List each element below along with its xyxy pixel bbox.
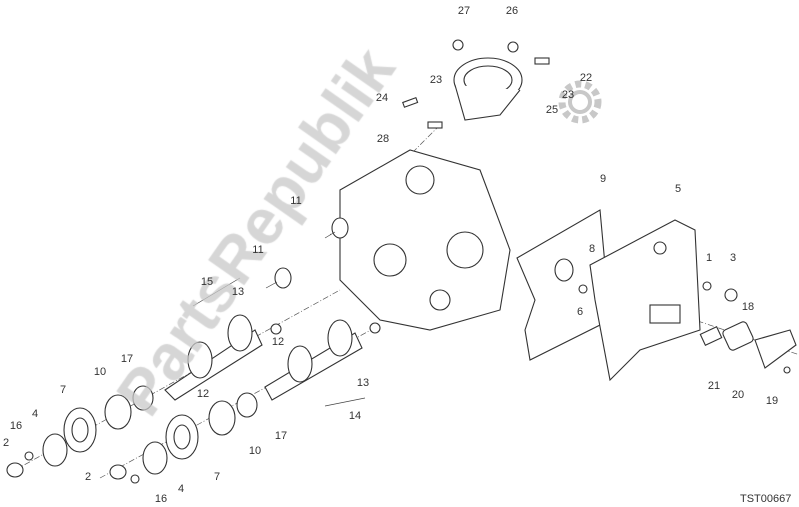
- callout-23: 23: [430, 74, 442, 86]
- callout-7: 7: [60, 384, 66, 396]
- callout-24: 24: [376, 92, 388, 104]
- callout-19: 19: [766, 395, 778, 407]
- callout-1: 1: [706, 252, 712, 264]
- callout-28: 28: [377, 133, 389, 145]
- callout-10: 10: [249, 445, 261, 457]
- callout-18: 18: [742, 301, 754, 313]
- callout-4: 4: [178, 483, 184, 495]
- callout-8: 8: [589, 243, 595, 255]
- callout-17: 17: [275, 430, 287, 442]
- callout-23: 23: [562, 89, 574, 101]
- callout-13: 13: [232, 286, 244, 298]
- callout-6: 6: [577, 306, 583, 318]
- callout-25: 25: [546, 104, 558, 116]
- callout-11: 11: [290, 195, 301, 207]
- callout-2: 2: [3, 437, 9, 449]
- callout-15: 15: [201, 276, 213, 288]
- callout-12: 12: [272, 336, 284, 348]
- callout-12: 12: [197, 388, 209, 400]
- callout-16: 16: [10, 420, 22, 432]
- callout-14: 14: [349, 410, 361, 422]
- callout-10: 10: [94, 366, 106, 378]
- callout-22: 22: [580, 72, 592, 84]
- callout-21: 21: [708, 380, 720, 392]
- callout-13: 13: [357, 377, 369, 389]
- callout-20: 20: [732, 389, 744, 401]
- callout-26: 26: [506, 5, 518, 17]
- callout-16: 16: [155, 493, 167, 505]
- callout-9: 9: [600, 173, 606, 185]
- callout-2: 2: [85, 471, 91, 483]
- drawing-code: TST00667: [740, 493, 791, 505]
- callout-5: 5: [675, 183, 681, 195]
- callout-labels: 27 26 22 23 23 25 24 28 9 5 11 8 11 15 1…: [3, 5, 778, 505]
- callout-4: 4: [32, 408, 38, 420]
- callout-27: 27: [458, 5, 470, 17]
- callout-17: 17: [121, 353, 133, 365]
- callout-11: 11: [252, 244, 263, 256]
- callout-3: 3: [730, 252, 736, 264]
- callout-7: 7: [214, 471, 220, 483]
- gear-watermark-icon: [558, 80, 602, 124]
